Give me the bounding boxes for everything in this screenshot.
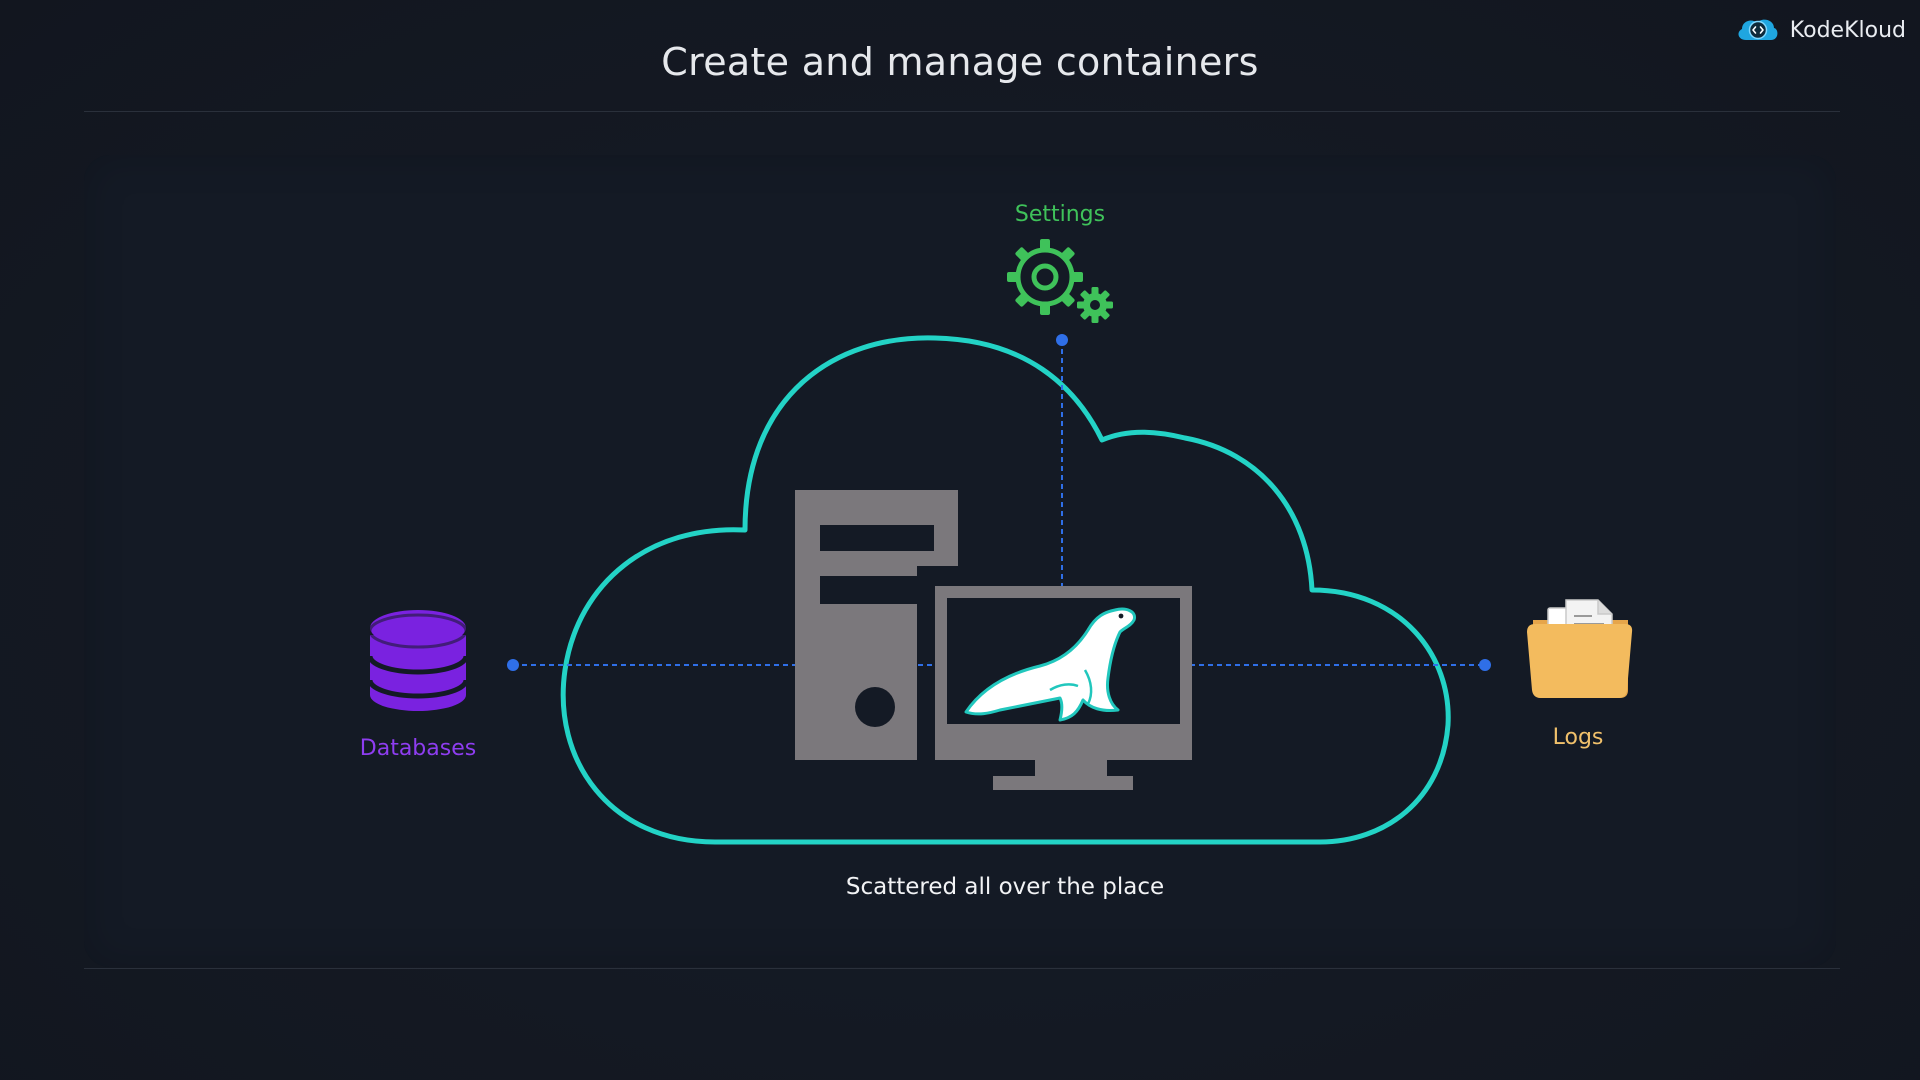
computer-tower-icon: [795, 490, 958, 760]
gear-small-icon: [1077, 287, 1113, 323]
diagram-panel: [84, 155, 1836, 967]
footer-divider: [84, 968, 1840, 969]
brand-name: KodeKloud: [1789, 17, 1906, 43]
connector-dot-logs: [1479, 659, 1491, 671]
header-divider: [84, 111, 1840, 112]
database-icon: [367, 610, 469, 711]
kodekloud-logo-icon: [1738, 19, 1778, 40]
settings-label: Settings: [1014, 202, 1106, 227]
databases-label: Databases: [359, 736, 477, 761]
connector-dot-databases: [507, 659, 519, 671]
folder-documents-icon: [1527, 599, 1633, 698]
seal-mascot-icon: [964, 607, 1137, 722]
gears-icon: [1007, 239, 1113, 323]
connector-dot-settings: [1056, 334, 1068, 346]
slide-title: Create and manage containers: [661, 40, 1259, 84]
diagram-caption: Scattered all over the place: [845, 874, 1165, 900]
brand: KodeKloud: [1734, 14, 1906, 46]
logs-label: Logs: [1552, 725, 1604, 750]
gear-large-icon: [1007, 239, 1083, 315]
